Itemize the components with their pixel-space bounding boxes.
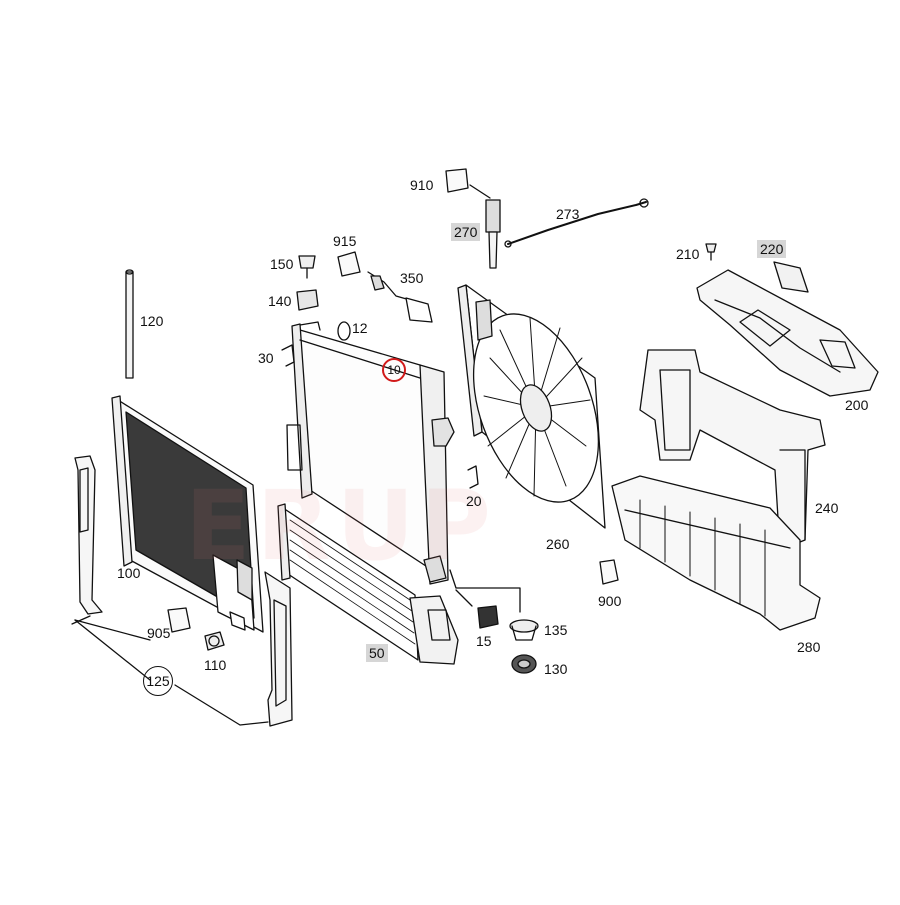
label-110: 110 <box>204 657 227 673</box>
fan-shroud-260 <box>457 284 606 529</box>
label-100: 100 <box>117 565 141 581</box>
part-15 <box>477 605 499 629</box>
label-50: 50 <box>366 644 388 662</box>
clip-210 <box>705 243 717 261</box>
label-140: 140 <box>268 293 292 309</box>
label-125: 125 <box>143 666 173 696</box>
o-ring-12 <box>337 321 351 341</box>
sensor-350 <box>367 271 433 323</box>
side-bracket-left <box>74 455 103 615</box>
cap-130 <box>511 654 537 674</box>
condenser-100 <box>111 395 264 633</box>
label-350: 350 <box>400 270 424 286</box>
label-20: 20 <box>466 493 482 509</box>
part-150 <box>298 255 316 279</box>
label-12: 12 <box>352 320 368 336</box>
label-10-highlighted[interactable]: 10 <box>382 358 406 382</box>
label-15: 15 <box>476 633 492 649</box>
charge-air-cooler-50 <box>277 503 459 665</box>
label-915: 915 <box>333 233 357 249</box>
leader-125 <box>71 615 269 726</box>
part-900 <box>599 559 619 585</box>
label-910: 910 <box>410 177 434 193</box>
label-260: 260 <box>546 536 570 552</box>
label-220: 220 <box>757 240 787 258</box>
side-bracket-right <box>264 571 293 727</box>
label-130: 130 <box>544 661 568 677</box>
part-135 <box>509 619 539 641</box>
label-200: 200 <box>845 397 869 413</box>
label-210: 210 <box>676 246 700 262</box>
label-280: 280 <box>797 639 821 655</box>
watermark-text: ERUP <box>185 470 497 582</box>
clip-20 <box>467 465 479 489</box>
air-guide-280 <box>611 475 821 631</box>
label-135: 135 <box>544 622 568 638</box>
part-220 <box>773 261 809 293</box>
part-910 <box>445 168 469 193</box>
part-905 <box>167 607 191 633</box>
label-240: 240 <box>815 500 839 516</box>
part-915 <box>337 251 361 277</box>
label-270: 270 <box>451 223 481 241</box>
part-140 <box>296 289 319 311</box>
part-110 <box>204 631 225 651</box>
sensor-270 <box>469 184 501 269</box>
label-900: 900 <box>598 593 622 609</box>
seal-strip-120 <box>125 269 134 379</box>
cable-273 <box>504 198 649 248</box>
clip-30 <box>281 344 295 367</box>
label-905: 905 <box>147 625 171 641</box>
leader-15-135 <box>449 569 521 613</box>
label-30: 30 <box>258 350 274 366</box>
label-273: 273 <box>556 206 580 222</box>
label-150: 150 <box>270 256 294 272</box>
label-120: 120 <box>140 313 164 329</box>
air-duct-200 <box>696 269 879 397</box>
